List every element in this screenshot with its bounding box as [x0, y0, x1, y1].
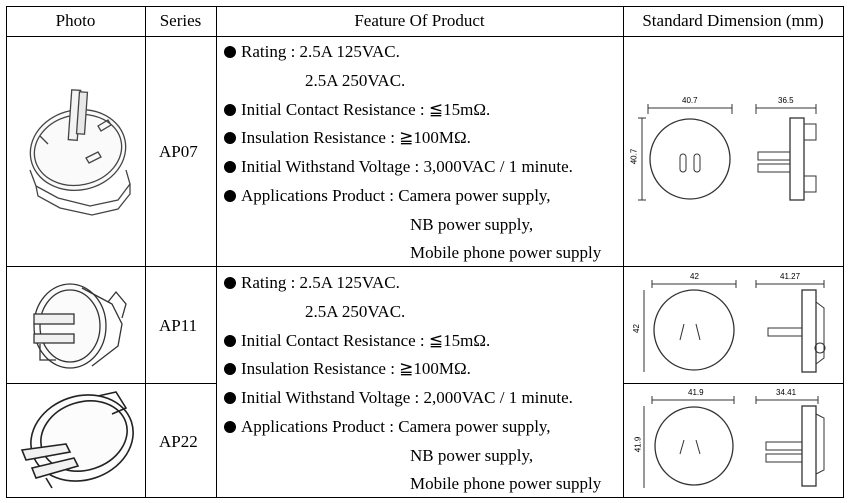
col-divider-3 [623, 6, 624, 498]
dimension-label: 40.7 [682, 96, 698, 105]
bullet-icon [224, 132, 236, 144]
row-divider-1 [6, 266, 844, 267]
feature-line: Initial Contact Resistance : ≦15mΩ. [224, 331, 490, 351]
dimension-label: 41.9 [633, 436, 643, 453]
series-ap07: AP07 [159, 142, 198, 161]
bullet-icon [224, 46, 236, 58]
dimension-label: 36.5 [778, 96, 794, 105]
bullet-icon [224, 392, 236, 404]
bullet-icon [224, 190, 236, 202]
bullet-icon [224, 277, 236, 289]
dimension-drawing-ap07: 40.7 36.5 40.7 [629, 96, 838, 216]
dimension-label: 40.7 [629, 148, 639, 165]
feature-line: Rating : 2.5A 125VAC. [224, 42, 400, 62]
feature-line: 2.5A 250VAC. [305, 302, 406, 321]
dimension-drawing-ap11: 42 41.27 42 [632, 272, 838, 378]
feature-line: Insulation Resistance : ≧100MΩ. [224, 359, 471, 379]
feature-line: Rating : 2.5A 125VAC. [224, 273, 400, 293]
dimension-drawing-ap22: 41.9 34.41 41.9 [632, 388, 838, 494]
series-ap22: AP22 [159, 432, 198, 451]
col-divider-1 [145, 6, 146, 498]
bullet-icon [224, 104, 236, 116]
dimension-label: 42 [690, 272, 699, 281]
feature-line: NB power supply, [410, 446, 534, 465]
bullet-icon [224, 421, 236, 433]
feature-line: Mobile phone power supply [410, 243, 602, 262]
dimension-label: 34.41 [776, 388, 797, 397]
header-dimension: Standard Dimension (mm) [642, 11, 824, 30]
feature-line: Applications Product : Camera power supp… [224, 186, 551, 206]
feature-line: NB power supply, [410, 215, 534, 234]
header-photo: Photo [55, 11, 96, 30]
feature-line: Insulation Resistance : ≧100MΩ. [224, 128, 471, 148]
plug-adapter-icon [22, 274, 134, 378]
row-divider-2 [6, 383, 216, 384]
header-series: Series [159, 11, 202, 30]
bullet-icon [224, 161, 236, 173]
header-divider [6, 36, 844, 37]
feature-line: Initial Withstand Voltage : 3,000VAC / 1… [224, 157, 573, 177]
dimension-label: 41.9 [688, 388, 704, 397]
feature-line: Applications Product : Camera power supp… [224, 417, 551, 437]
table-border-left [6, 6, 7, 498]
table-border-right [843, 6, 844, 498]
table-border-bottom [6, 497, 844, 498]
bullet-icon [224, 335, 236, 347]
feature-line: Mobile phone power supply [410, 474, 602, 493]
header-feature: Feature Of Product [354, 11, 485, 30]
feature-line: Initial Withstand Voltage : 2,000VAC / 1… [224, 388, 573, 408]
bullet-icon [224, 363, 236, 375]
feature-line: 2.5A 250VAC. [305, 71, 406, 90]
plug-adapter-icon [18, 88, 136, 218]
series-ap11: AP11 [159, 316, 198, 335]
col-divider-2 [216, 6, 217, 498]
table-border-top [6, 6, 844, 7]
plug-adapter-icon [12, 388, 140, 494]
dimension-label: 42 [631, 324, 641, 333]
dimension-label: 41.27 [780, 272, 801, 281]
feature-line: Initial Contact Resistance : ≦15mΩ. [224, 100, 490, 120]
row-divider-2b [623, 383, 844, 384]
